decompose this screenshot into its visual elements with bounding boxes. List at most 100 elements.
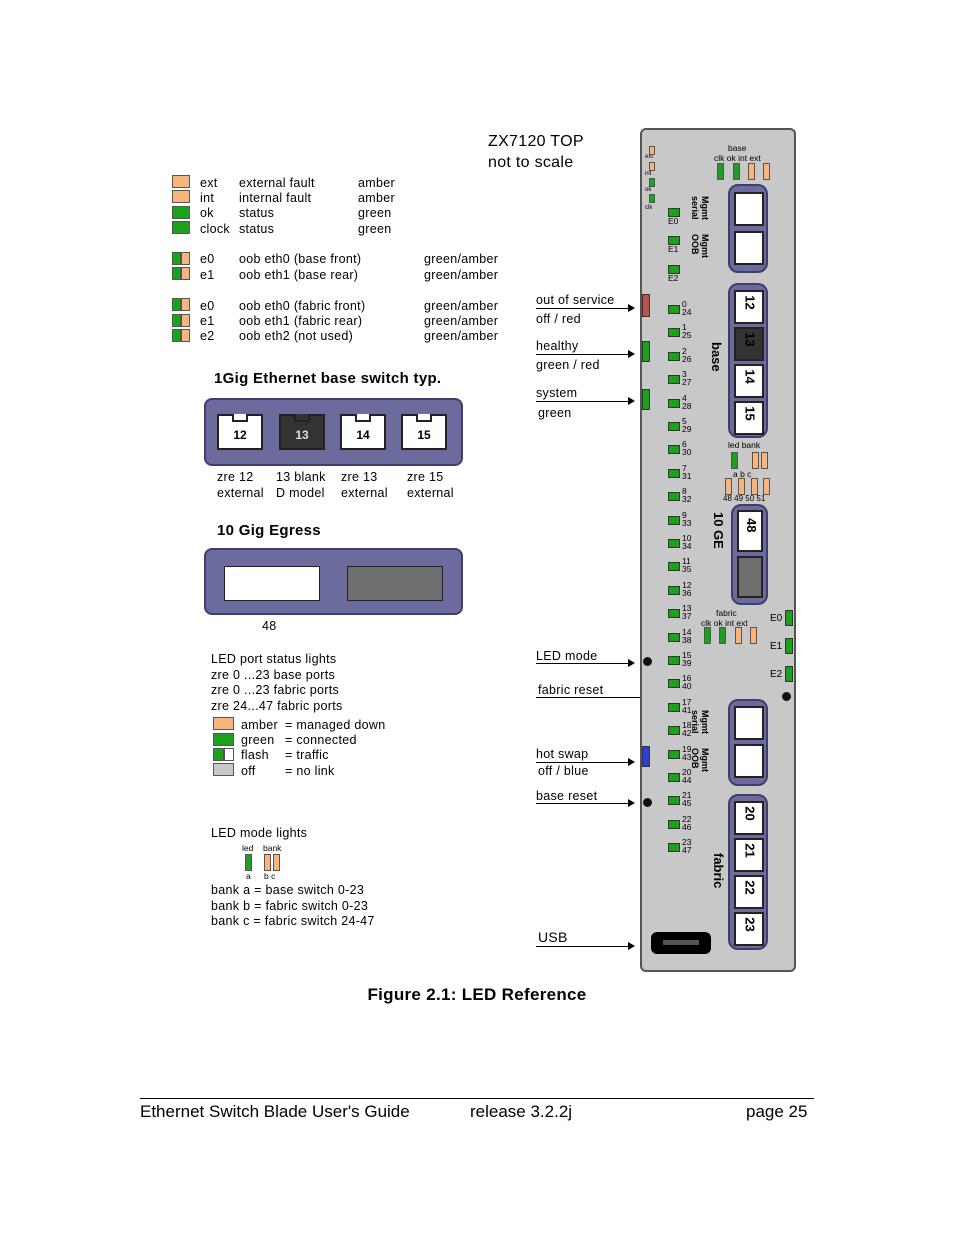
- e-label: E2: [668, 273, 679, 283]
- callout-label: out of service: [536, 293, 615, 307]
- amber-swatch: [181, 298, 190, 311]
- port-number: 28: [682, 401, 692, 411]
- mgmt-serial-port: [734, 192, 764, 226]
- egress-port-blank: [347, 566, 443, 601]
- bank-line: bank a = base switch 0-23: [211, 883, 365, 897]
- usb-port[interactable]: [651, 932, 711, 954]
- port-led: [668, 422, 680, 431]
- green-swatch: [172, 252, 181, 265]
- port-number: 42: [682, 728, 692, 738]
- led-status-line: zre 0 ...23 base ports: [211, 668, 336, 682]
- green-swatch: [172, 221, 190, 234]
- base-reset-button[interactable]: [643, 798, 652, 807]
- port-led: [668, 726, 680, 735]
- port-number: 26: [682, 354, 692, 364]
- port-number: 6: [682, 439, 687, 449]
- clk-led: [717, 163, 724, 180]
- ok-led: [733, 163, 740, 180]
- port-number: 21: [682, 790, 692, 800]
- port-number: 8: [682, 486, 687, 496]
- egress-port: [224, 566, 320, 601]
- led-c: [273, 854, 280, 871]
- green-swatch: [213, 733, 234, 746]
- callout-label: base reset: [536, 789, 598, 803]
- callout-arrow: [536, 663, 628, 664]
- port-number: 43: [682, 752, 692, 762]
- status-name: flash: [241, 748, 269, 762]
- int-led: [735, 627, 742, 644]
- callout-arrow: [536, 946, 628, 947]
- port-number: 32: [682, 494, 692, 504]
- port-led: [668, 750, 680, 759]
- led-b: [752, 452, 759, 469]
- mgmt-port-box: [728, 699, 768, 786]
- ten-ge-box: 48: [731, 504, 768, 605]
- legend-color: green/amber: [424, 299, 499, 313]
- port-number: 30: [682, 447, 692, 457]
- port-number: 34: [682, 541, 692, 551]
- e0-led: [668, 208, 680, 217]
- callout-arrow: [536, 803, 628, 804]
- base-port-box: 12 13 14 15: [728, 283, 768, 438]
- gig-caption: zre 15: [407, 470, 444, 484]
- gig-caption: external: [341, 486, 388, 500]
- status-meaning: = no link: [285, 764, 335, 778]
- arrow-head: [628, 942, 635, 950]
- status-name: amber: [241, 718, 278, 732]
- green-swatch: [172, 206, 190, 219]
- callout-label: USB: [538, 929, 568, 945]
- legend-code: clock: [200, 222, 230, 236]
- fabric-reset-button[interactable]: [782, 692, 791, 701]
- led-b: [264, 854, 271, 871]
- port-number: 12: [682, 580, 692, 590]
- green-swatch: [213, 748, 224, 761]
- green-swatch: [172, 298, 181, 311]
- callout-sub: off / blue: [538, 764, 589, 778]
- callout-label: hot swap: [536, 747, 589, 761]
- amber-swatch: [172, 190, 190, 203]
- legend-code: ok: [200, 206, 214, 220]
- port-number: 20: [682, 767, 692, 777]
- e1-led: [668, 236, 680, 245]
- port-number: 46: [682, 822, 692, 832]
- e-label: E1: [770, 641, 783, 652]
- footer-release: release 3.2.2j: [470, 1102, 573, 1121]
- port-number: 24: [682, 307, 692, 317]
- diagram-subtitle: not to scale: [488, 154, 574, 171]
- port-number: 47: [682, 845, 692, 855]
- amber-swatch: [181, 329, 190, 342]
- port-number: 31: [682, 471, 692, 481]
- led-mode-title: LED mode lights: [211, 826, 308, 840]
- mgmt-oob-label: Mgmt OOB: [690, 234, 710, 258]
- system-led: [642, 389, 650, 410]
- gig-caption: zre 12: [217, 470, 254, 484]
- base-side-label: base: [709, 342, 724, 372]
- ten-ge-label: 10 GE: [711, 512, 726, 549]
- amber-swatch: [181, 314, 190, 327]
- callout-label: LED mode: [536, 649, 598, 663]
- fabric-led-labels: clk ok int ext: [701, 618, 748, 628]
- port-led: [668, 445, 680, 454]
- gig-caption: external: [217, 486, 264, 500]
- num-48-label: 48 49 50 51: [723, 494, 766, 503]
- mgmt-serial-label: Mgmt serial: [690, 196, 710, 220]
- led-status-line: zre 0 ...23 fabric ports: [211, 683, 340, 697]
- legend-name: oob eth0 (fabric front): [239, 299, 366, 313]
- legend-code: e0: [200, 252, 215, 266]
- white-swatch: [224, 748, 234, 761]
- gig-port-panel: 12 13 14 15: [204, 398, 463, 466]
- arrow-head: [628, 397, 635, 405]
- led-48: [725, 478, 732, 495]
- e-label: E1: [668, 244, 679, 254]
- port-led: [668, 820, 680, 829]
- port-number: 44: [682, 775, 692, 785]
- status-meaning: = managed down: [285, 718, 386, 732]
- led-50: [751, 478, 758, 495]
- led-status-line: zre 24...47 fabric ports: [211, 699, 343, 713]
- port-number: 35: [682, 564, 692, 574]
- e-label: E0: [668, 216, 679, 226]
- led-mode-button[interactable]: [643, 657, 652, 666]
- mgmt-serial-port: [734, 706, 764, 740]
- legend-code: ext: [200, 176, 218, 190]
- base-port: 14: [734, 364, 764, 398]
